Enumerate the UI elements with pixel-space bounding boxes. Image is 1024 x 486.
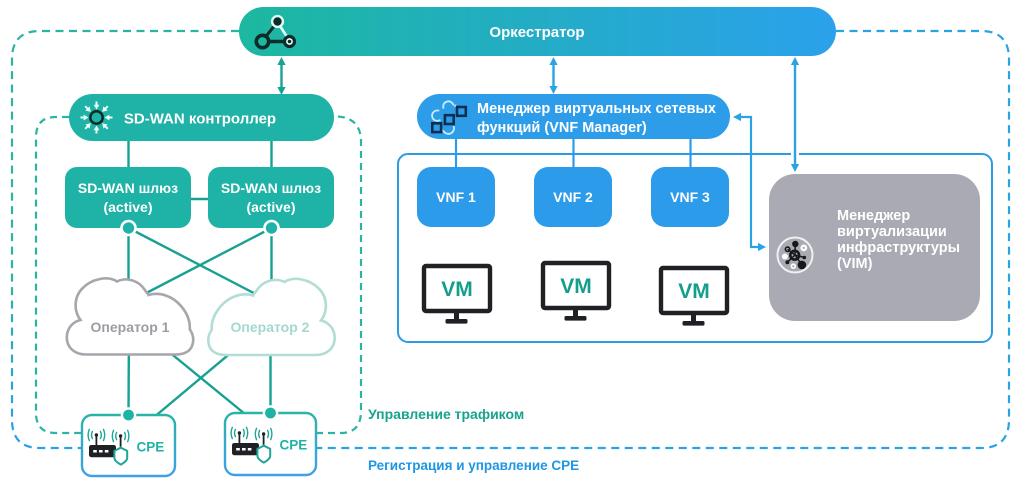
svg-text:SD-WAN контроллер: SD-WAN контроллер bbox=[124, 111, 276, 128]
svg-text:CPE: CPE bbox=[137, 440, 165, 455]
svg-text:Регистрация и управление CPE: Регистрация и управление CPE bbox=[368, 458, 579, 473]
svg-text:VM: VM bbox=[678, 280, 710, 303]
svg-text:(VIM): (VIM) bbox=[837, 256, 873, 272]
svg-text:функций (VNF Manager): функций (VNF Manager) bbox=[477, 120, 647, 136]
svg-text:(active): (active) bbox=[103, 199, 152, 215]
svg-text:Менеджер виртуальных сетевых: Менеджер виртуальных сетевых bbox=[477, 101, 716, 117]
svg-text:инфраструктуры: инфраструктуры bbox=[837, 240, 960, 256]
svg-text:Оператор 1: Оператор 1 bbox=[91, 319, 170, 335]
svg-text:VNF 3: VNF 3 bbox=[670, 189, 710, 205]
svg-text:Управление трафиком: Управление трафиком bbox=[368, 406, 524, 422]
svg-text:Оркестратор: Оркестратор bbox=[489, 24, 584, 41]
svg-text:виртуализации: виртуализации bbox=[837, 224, 947, 240]
svg-text:VNF 1: VNF 1 bbox=[436, 189, 476, 205]
svg-text:CPE: CPE bbox=[280, 438, 308, 453]
svg-text:SD-WAN шлюз: SD-WAN шлюз bbox=[78, 180, 178, 196]
svg-text:Оператор 2: Оператор 2 bbox=[231, 319, 310, 335]
svg-text:(active): (active) bbox=[246, 199, 295, 215]
svg-text:Менеджер: Менеджер bbox=[837, 208, 910, 224]
svg-text:VM: VM bbox=[560, 275, 592, 298]
svg-text:VM: VM bbox=[441, 278, 473, 301]
svg-text:VNF 2: VNF 2 bbox=[553, 189, 593, 205]
svg-text:SD-WAN шлюз: SD-WAN шлюз bbox=[221, 180, 321, 196]
